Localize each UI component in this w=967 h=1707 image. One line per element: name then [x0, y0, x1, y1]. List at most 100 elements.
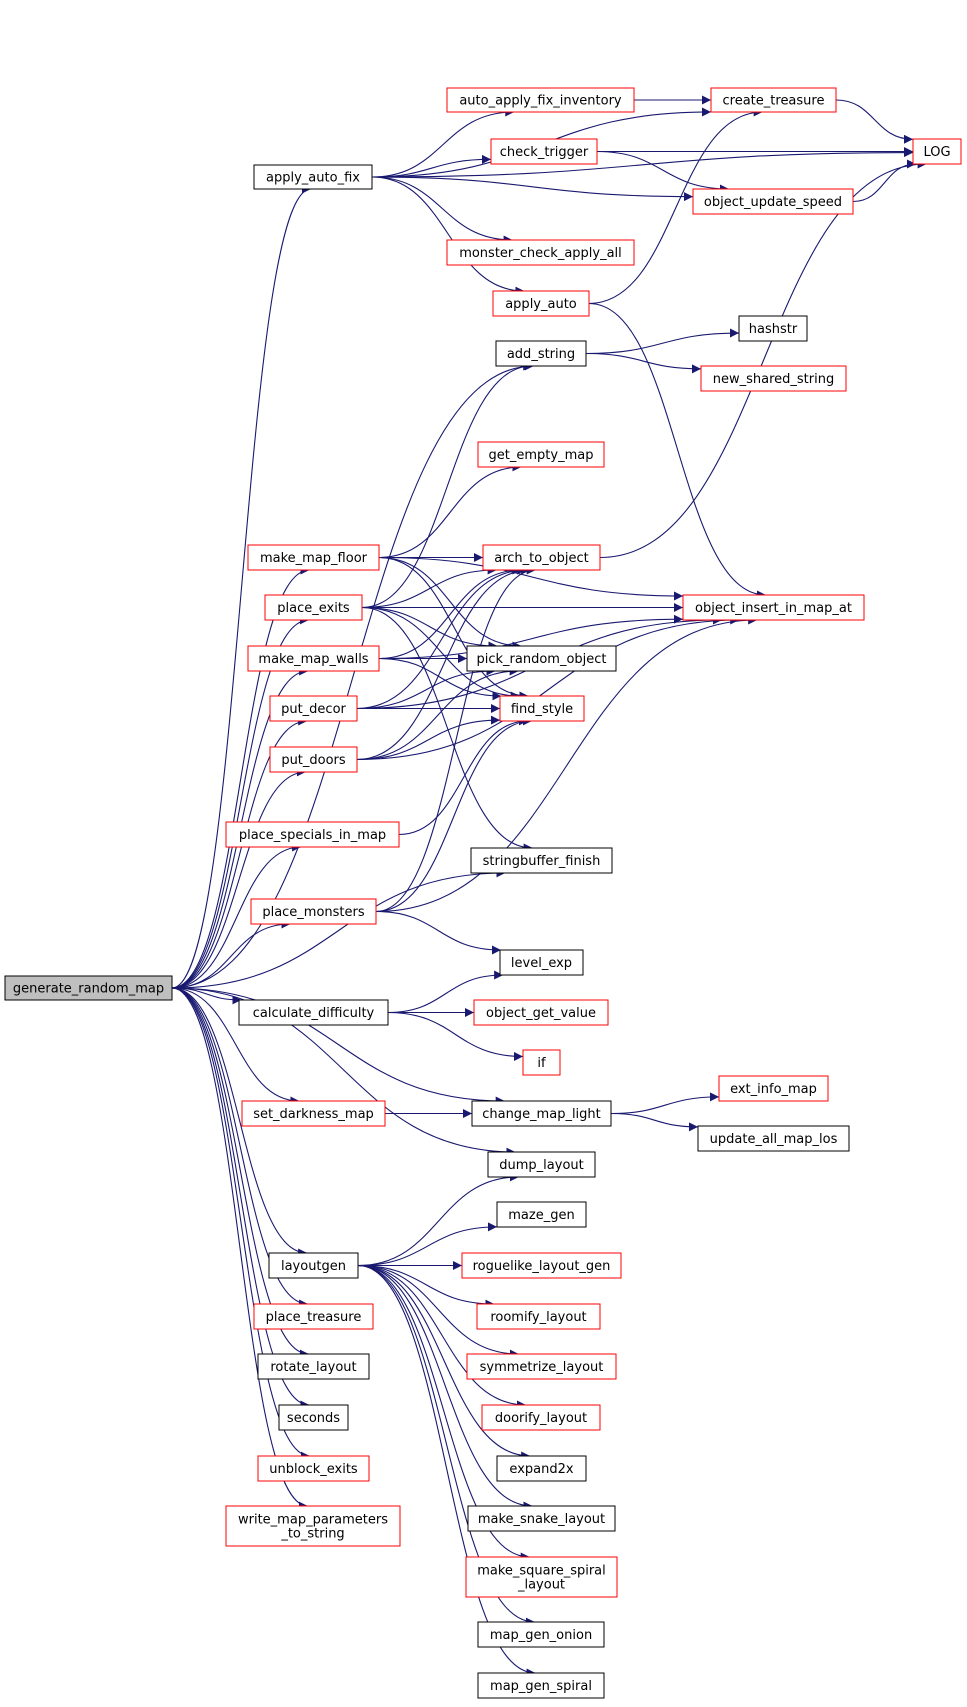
edge-put_doors-to-find_style — [356, 715, 501, 761]
node-box-make_snake_layout — [467, 1505, 616, 1532]
edge-generate_random_map-to-place_treasure — [171, 987, 309, 1309]
node-box-symmetrize_layout — [466, 1353, 617, 1380]
node-box-apply_auto — [492, 290, 590, 317]
edge-apply_auto_fix-to-LOG — [371, 148, 914, 178]
node-box-place_exits — [264, 594, 363, 621]
node-arch_to_object[interactable]: arch_to_object — [482, 544, 601, 571]
edge-generate_random_map-to-unblock_exits — [171, 987, 310, 1461]
node-box-change_map_light — [471, 1100, 612, 1127]
node-box-unblock_exits — [257, 1455, 370, 1482]
edge-generate_random_map-to-make_map_floor — [171, 565, 310, 989]
node-change_map_light[interactable]: change_map_light — [471, 1100, 612, 1127]
node-box-get_empty_map — [477, 441, 605, 468]
node-object_insert_in_map_at[interactable]: object_insert_in_map_at — [682, 594, 865, 621]
node-label-object_insert_in_map_at: object_insert_in_map_at — [695, 601, 852, 616]
node-box-if — [522, 1049, 561, 1076]
edges-layer — [171, 95, 927, 1678]
node-create_treasure[interactable]: create_treasure — [710, 87, 837, 113]
node-put_decor[interactable]: put_decor — [269, 695, 358, 722]
node-expand2x[interactable]: expand2x — [496, 1455, 587, 1482]
node-make_map_walls[interactable]: make_map_walls — [247, 645, 380, 672]
node-box-make_square_spiral_layout — [465, 1556, 618, 1598]
node-object_update_speed[interactable]: object_update_speed — [692, 188, 854, 215]
node-seconds[interactable]: seconds — [278, 1404, 349, 1431]
node-hashstr[interactable]: hashstr — [738, 315, 808, 342]
node-object_get_value[interactable]: object_get_value — [473, 999, 609, 1026]
node-monster_check_apply_all[interactable]: monster_check_apply_all — [446, 239, 635, 266]
nodes-layer: generate_random_map apply_auto_fix auto_ap… — [4, 87, 962, 1699]
node-map_gen_onion[interactable]: map_gen_onion — [477, 1621, 605, 1648]
node-rotate_layout[interactable]: rotate_layout — [257, 1353, 370, 1380]
node-set_darkness_map[interactable]: set_darkness_map — [241, 1100, 386, 1127]
node-label-monster_check_apply_all: monster_check_apply_all — [459, 246, 622, 261]
node-label-update_all_map_los: update_all_map_los — [710, 1132, 838, 1147]
node-dump_layout[interactable]: dump_layout — [487, 1151, 596, 1178]
node-find_style[interactable]: find_style — [499, 695, 585, 722]
node-maze_gen[interactable]: maze_gen — [496, 1201, 587, 1228]
node-ext_info_map[interactable]: ext_info_map — [718, 1075, 829, 1102]
node-box-new_shared_string — [700, 365, 847, 392]
node-label-ext_info_map: ext_info_map — [730, 1082, 817, 1097]
node-make_square_spiral_layout[interactable]: make_square_spiral_layout — [465, 1556, 618, 1598]
edge-apply_auto-to-object_insert_in_map_at — [588, 302, 766, 600]
node-add_string[interactable]: add_string — [495, 340, 587, 367]
node-LOG[interactable]: LOG — [912, 138, 962, 165]
node-label-place_treasure: place_treasure — [266, 1310, 362, 1325]
node-box-maze_gen — [496, 1201, 587, 1228]
node-roomify_layout[interactable]: roomify_layout — [476, 1303, 601, 1330]
node-label-place_monsters: place_monsters — [262, 905, 365, 920]
node-doorify_layout[interactable]: doorify_layout — [481, 1404, 601, 1431]
node-calculate_difficulty[interactable]: calculate_difficulty — [238, 999, 389, 1026]
node-check_trigger[interactable]: check_trigger — [490, 138, 598, 165]
node-label-arch_to_object: arch_to_object — [494, 551, 589, 566]
node-make_snake_layout[interactable]: make_snake_layout — [467, 1505, 616, 1532]
node-unblock_exits[interactable]: unblock_exits — [257, 1455, 370, 1482]
node-make_map_floor[interactable]: make_map_floor — [247, 544, 380, 571]
node-stringbuffer_finish[interactable]: stringbuffer_finish — [470, 847, 613, 874]
edge-put_doors-to-pick_random_object — [356, 666, 519, 761]
node-place_exits[interactable]: place_exits — [264, 594, 363, 621]
node-write_map_parameters_to_string[interactable]: write_map_parameters_to_string — [225, 1505, 401, 1547]
node-box-create_treasure — [710, 87, 837, 113]
node-new_shared_string[interactable]: new_shared_string — [700, 365, 847, 392]
edge-make_map_floor-to-object_insert_in_map_at — [378, 556, 684, 601]
node-place_treasure[interactable]: place_treasure — [253, 1303, 374, 1330]
node-label-apply_auto: apply_auto — [505, 297, 577, 312]
node-apply_auto[interactable]: apply_auto — [492, 290, 590, 317]
edge-apply_auto_fix-to-monster_check_apply_all — [371, 176, 513, 245]
node-place_specials_in_map[interactable]: place_specials_in_map — [225, 821, 400, 848]
node-place_monsters[interactable]: place_monsters — [250, 898, 377, 925]
node-label-level_exp: level_exp — [511, 956, 572, 971]
edge-generate_random_map-to-layoutgen — [171, 987, 308, 1258]
node-get_empty_map[interactable]: get_empty_map — [477, 441, 605, 468]
node-label-hashstr: hashstr — [749, 322, 798, 337]
node-map_gen_spiral[interactable]: map_gen_spiral — [477, 1672, 605, 1699]
edge-place_exits-to-stringbuffer_finish — [361, 606, 533, 853]
node-auto_apply_fix_inventory[interactable]: auto_apply_fix_inventory — [446, 87, 635, 113]
node-put_doors[interactable]: put_doors — [269, 746, 358, 773]
node-if[interactable]: if — [522, 1049, 561, 1076]
node-pick_random_object[interactable]: pick_random_object — [466, 645, 617, 672]
node-label-make_snake_layout: make_snake_layout — [478, 1512, 605, 1527]
edge-check_trigger-to-object_update_speed — [596, 150, 730, 194]
node-label-dump_layout: dump_layout — [499, 1158, 583, 1173]
node-generate_random_map[interactable]: generate_random_map — [4, 975, 173, 1001]
node-box-set_darkness_map — [241, 1100, 386, 1127]
edge-layoutgen-to-make_snake_layout — [357, 1264, 533, 1511]
node-box-pick_random_object — [466, 645, 617, 672]
node-box-LOG — [912, 138, 962, 165]
node-box-ext_info_map — [718, 1075, 829, 1102]
node-symmetrize_layout[interactable]: symmetrize_layout — [466, 1353, 617, 1380]
node-roguelike_layout_gen[interactable]: roguelike_layout_gen — [461, 1252, 622, 1279]
edge-place_exits-to-add_string — [361, 361, 533, 609]
node-box-put_decor — [269, 695, 358, 722]
node-label-make_map_floor: make_map_floor — [260, 551, 368, 566]
node-layoutgen[interactable]: layoutgen — [268, 1252, 359, 1279]
node-apply_auto_fix[interactable]: apply_auto_fix — [253, 164, 373, 190]
node-level_exp[interactable]: level_exp — [499, 949, 584, 976]
edge-generate_random_map-to-set_darkness_map — [171, 987, 300, 1106]
node-update_all_map_los[interactable]: update_all_map_los — [697, 1125, 850, 1152]
node-label-make_map_walls: make_map_walls — [258, 652, 368, 667]
edge-create_treasure-to-LOG — [835, 99, 914, 144]
edge-arch_to_object-to-LOG — [599, 159, 927, 559]
